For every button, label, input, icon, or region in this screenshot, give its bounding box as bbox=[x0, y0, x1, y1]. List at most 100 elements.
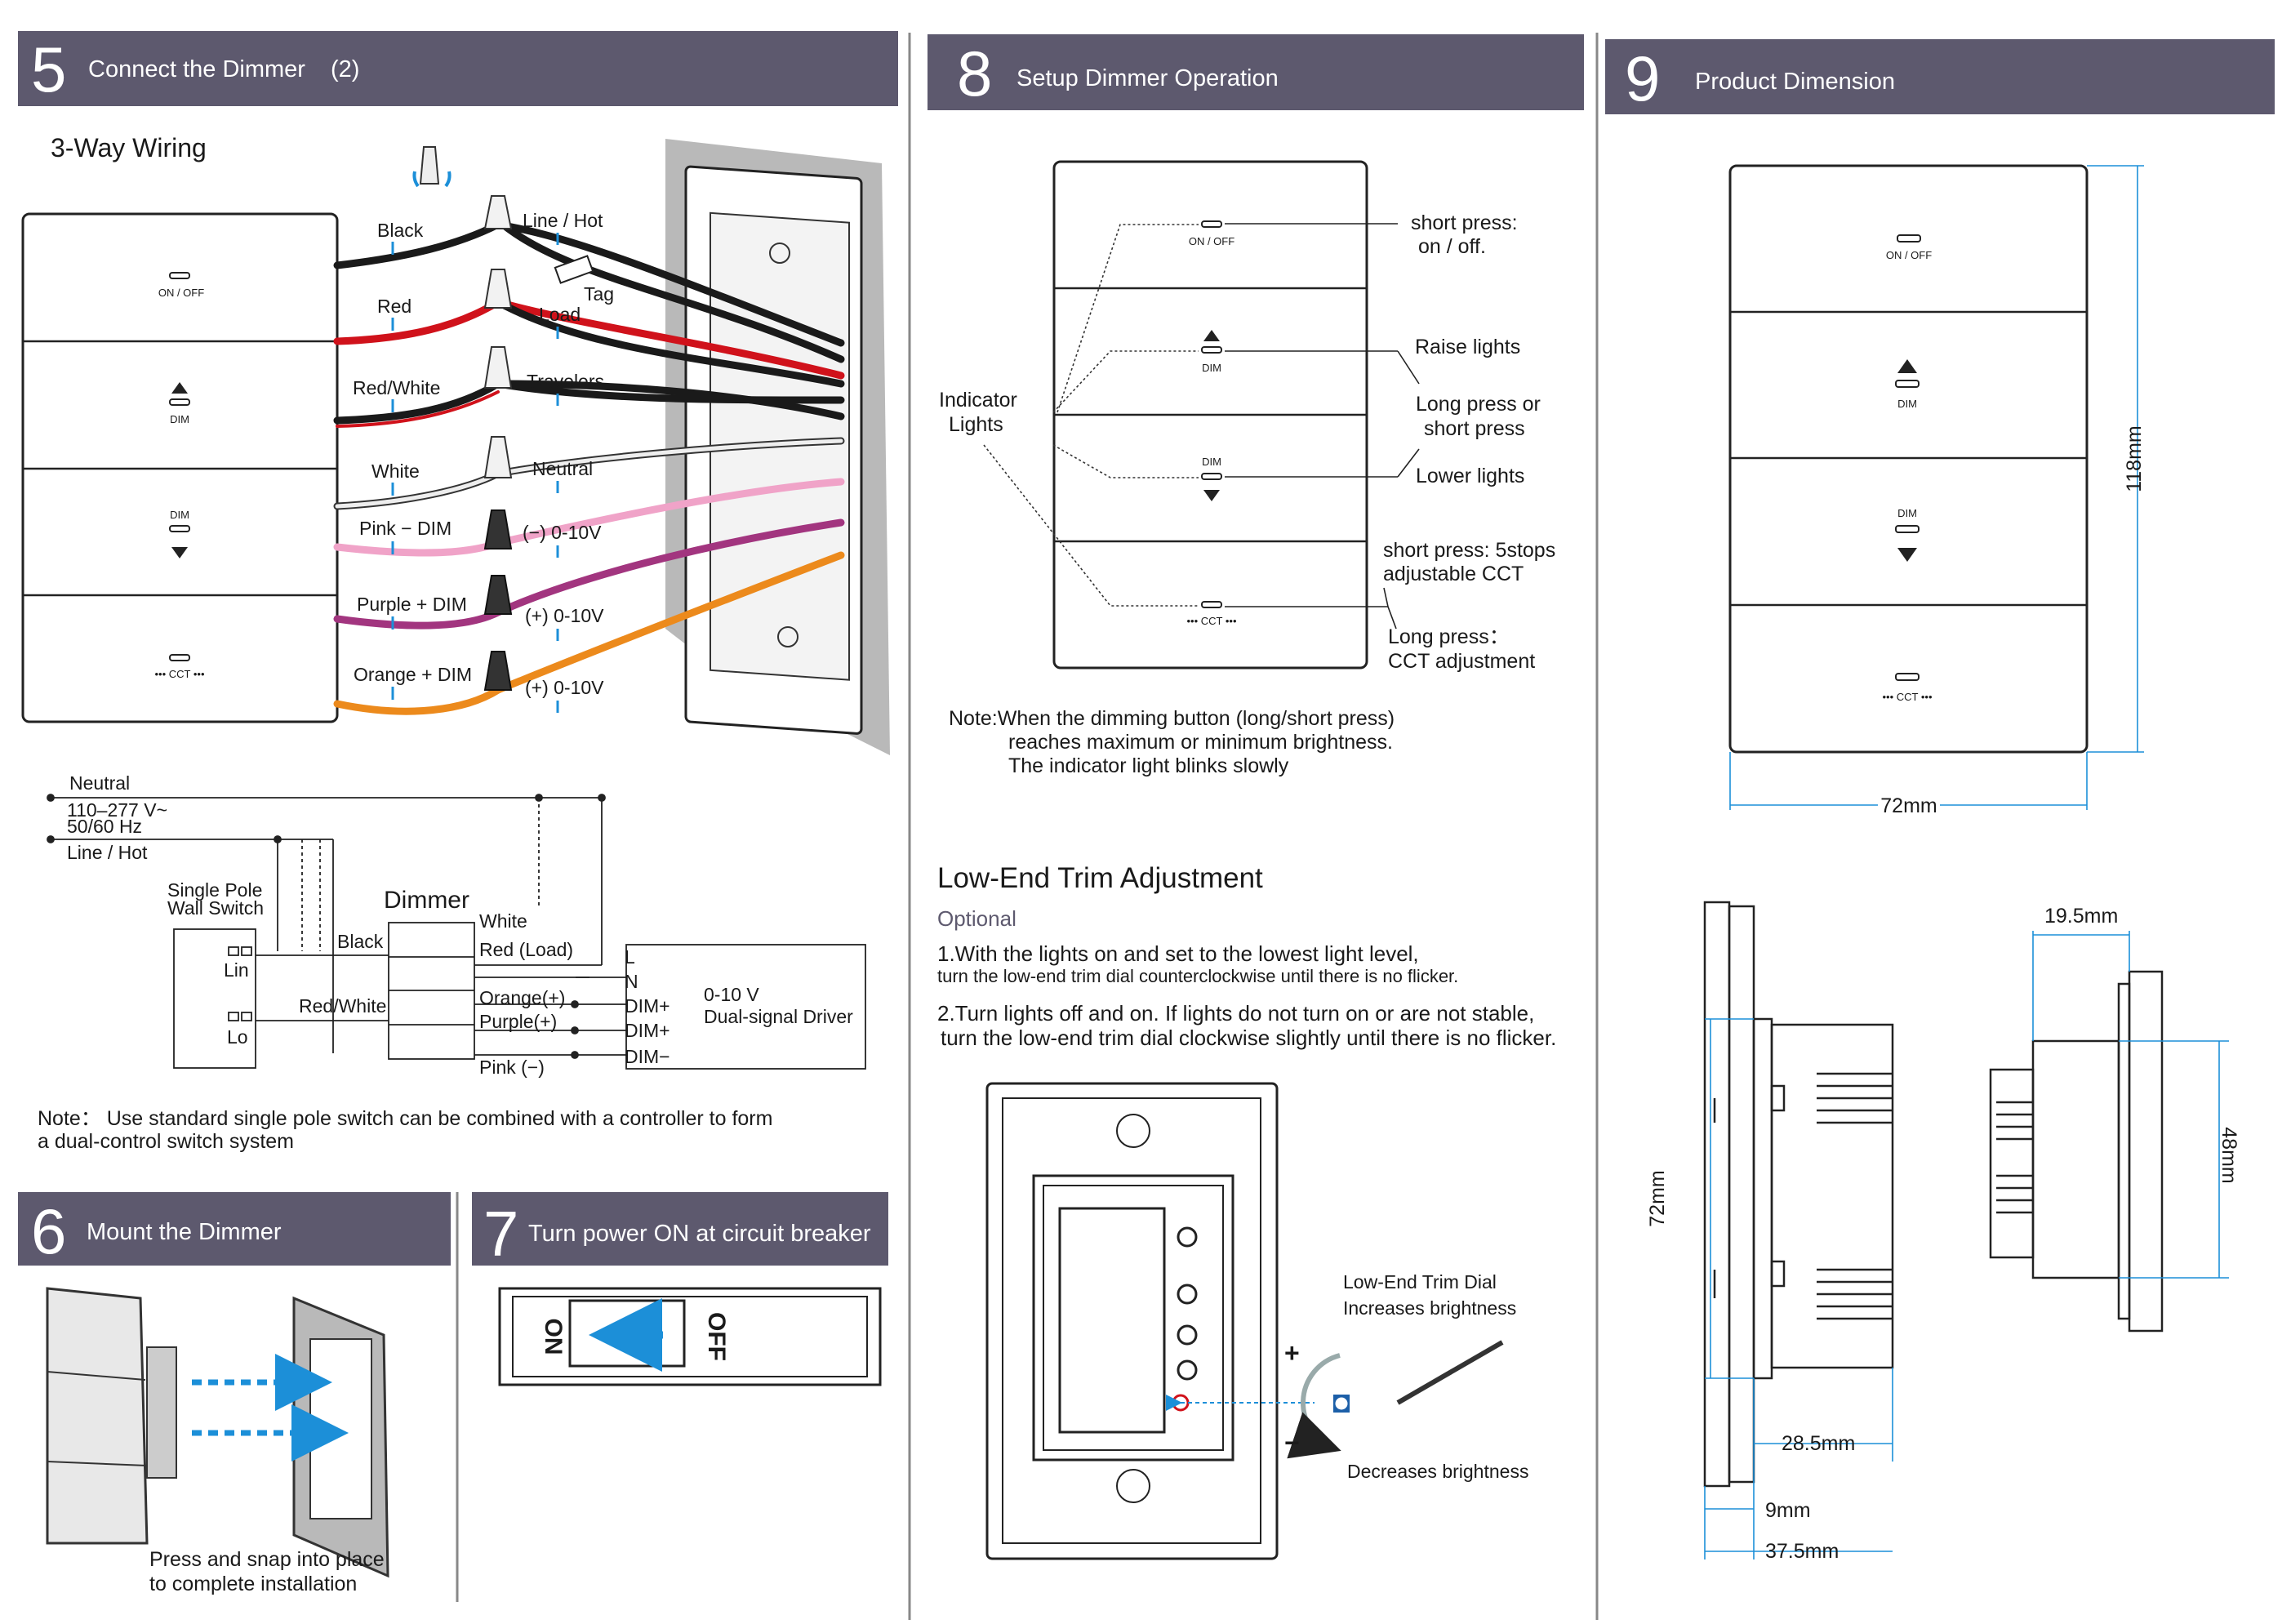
diagram-label: Decreases brightness bbox=[1347, 1461, 1528, 1482]
diagram-label: Dual-signal Driver bbox=[704, 1006, 853, 1027]
diagram-label: 0-10 V bbox=[704, 984, 759, 1005]
wire-nuts bbox=[412, 146, 594, 691]
diagram-label: short press: bbox=[1411, 211, 1518, 234]
section-title: Product Dimension bbox=[1695, 69, 1895, 95]
section-number: 5 bbox=[31, 33, 66, 105]
dim-top-depth: 19.5mm bbox=[2044, 905, 2118, 928]
diagram-label: ON / OFF bbox=[1886, 249, 1932, 261]
up-arrow-icon bbox=[1897, 359, 1917, 373]
trim-minus: − bbox=[1284, 1428, 1300, 1457]
diagram-label: Wall Switch bbox=[167, 897, 264, 919]
diagram-label: Red/White bbox=[353, 377, 440, 398]
section-6-header: 6 Mount the Dimmer bbox=[18, 1192, 451, 1267]
diagram-label: White bbox=[479, 910, 527, 932]
dim-d3: 37.5mm bbox=[1765, 1540, 1839, 1563]
trim-title: Low-End Trim Adjustment bbox=[937, 862, 1263, 894]
diagram-label: Low-End Trim Dial bbox=[1343, 1271, 1497, 1293]
diagram-label: Long press or bbox=[1416, 393, 1541, 416]
diagram-label: Lower lights bbox=[1416, 465, 1524, 487]
diagram-label: short press bbox=[1424, 417, 1525, 440]
diagram-label: Red (Load) bbox=[479, 939, 573, 960]
breaker-on-label: ON bbox=[540, 1319, 567, 1355]
diagram-label: Lin bbox=[224, 959, 249, 981]
wires bbox=[333, 216, 845, 715]
diagram-label: Load bbox=[539, 304, 581, 325]
switch-front-operation: ON / OFF DIM DIM ••• CCT ••• bbox=[1052, 160, 1368, 670]
section-title: Mount the Dimmer bbox=[87, 1219, 282, 1245]
breaker-illustration: ON OFF bbox=[498, 1287, 882, 1386]
diagram-label: (+) 0-10V bbox=[525, 677, 604, 698]
mount-illustration bbox=[46, 1287, 389, 1578]
diagram-label: ••• CCT ••• bbox=[154, 668, 204, 680]
trim-optional: Optional bbox=[937, 906, 1016, 931]
diagram-label: DIM bbox=[170, 509, 189, 521]
diagram-label: Black bbox=[377, 220, 424, 241]
diagram-label: Pink − DIM bbox=[359, 518, 452, 539]
up-arrow-icon bbox=[1203, 330, 1220, 341]
section-6-caption: to complete installation bbox=[149, 1573, 357, 1595]
diagram-label: (+) 0-10V bbox=[525, 605, 604, 626]
section-6-caption: Press and snap into place bbox=[149, 1548, 385, 1571]
end-view bbox=[1989, 970, 2164, 1333]
diagram-label: ON / OFF bbox=[158, 287, 204, 299]
diagram-label: ON / OFF bbox=[1189, 235, 1234, 247]
section-8-note: Note:When the dimming button (long/short… bbox=[949, 707, 1395, 730]
diagram-label: N bbox=[625, 971, 638, 992]
diagram-label: Travelers bbox=[527, 371, 604, 392]
switch-front-dimension: ON / OFF DIM DIM ••• CCT ••• bbox=[1728, 164, 2089, 754]
diagram-label: Dimmer bbox=[384, 887, 469, 914]
trim-dial-icon bbox=[1335, 1397, 1348, 1410]
section-number: 6 bbox=[31, 1195, 66, 1267]
side-view bbox=[1703, 901, 1894, 1488]
section-8-note: The indicator light blinks slowly bbox=[1008, 754, 1289, 777]
operation-callouts: short press: on / off. Raise lights Long… bbox=[1383, 211, 1555, 673]
section-title: Connect the Dimmer bbox=[88, 56, 305, 82]
diagram-label: 50/60 Hz bbox=[67, 816, 142, 837]
diagram-label: Pink (−) bbox=[479, 1057, 545, 1078]
section-number: 9 bbox=[1625, 42, 1660, 114]
schematic-labels: Neutral 110–277 V~ 50/60 Hz Line / Hot S… bbox=[67, 772, 853, 1078]
diagram-label: DIM+ bbox=[625, 1020, 670, 1041]
breaker-off-label: OFF bbox=[703, 1312, 730, 1361]
trim-step-2: turn the low-end trim dial clockwise sli… bbox=[941, 1026, 1556, 1050]
diagram-label: ••• CCT ••• bbox=[1882, 691, 1932, 703]
diagram-label: Orange + DIM bbox=[354, 664, 472, 685]
down-arrow-icon bbox=[1897, 548, 1917, 562]
diagram-label: Tag bbox=[584, 283, 614, 305]
section-8-header: 8 Setup Dimmer Operation bbox=[928, 34, 1584, 110]
dim-side-height: 72mm bbox=[1646, 1170, 1669, 1226]
section-9-header: 9 Product Dimension bbox=[1605, 39, 2275, 114]
section-8-note: reaches maximum or minimum brightness. bbox=[1008, 731, 1393, 754]
dim-d2: 9mm bbox=[1765, 1499, 1811, 1522]
diagram-label: Red bbox=[377, 296, 411, 317]
section-7-header: 7 Turn power ON at circuit breaker bbox=[472, 1192, 888, 1270]
diagram-label: Raise lights bbox=[1415, 336, 1520, 358]
diagram-label: Single Pole bbox=[167, 879, 262, 901]
dim-height: 118mm bbox=[2123, 425, 2146, 492]
down-arrow-icon bbox=[1203, 490, 1220, 501]
diagram-label: Line / Hot bbox=[67, 842, 148, 863]
indicator-label: Lights bbox=[949, 413, 1003, 436]
diagram-label: DIM bbox=[1897, 398, 1917, 410]
back-plate-illustration bbox=[985, 1082, 1279, 1560]
section-title-suffix: (2) bbox=[331, 56, 359, 82]
diagram-label: DIM− bbox=[625, 1046, 670, 1067]
diagram-label: DIM bbox=[1202, 456, 1221, 468]
indicator-leaders bbox=[983, 224, 1199, 607]
diagram-label: adjustable CCT bbox=[1383, 563, 1524, 585]
dim-back-height: 48mm bbox=[2218, 1127, 2240, 1183]
trim-dial-callout: + − Low-End Trim Dial Increases brightne… bbox=[1166, 1271, 1528, 1482]
indicator-label: Indicator bbox=[939, 389, 1017, 412]
section-5-note: a dual-control switch system bbox=[38, 1130, 294, 1153]
trim-step-1: 1.With the lights on and set to the lowe… bbox=[937, 941, 1419, 966]
diagram-label: (−) 0-10V bbox=[523, 522, 602, 543]
diagram-label: Purple(+) bbox=[479, 1011, 557, 1032]
diagram-label: Increases brightness bbox=[1343, 1297, 1516, 1319]
section-5-note: Note： Use standard single pole switch ca… bbox=[38, 1107, 772, 1130]
section-number: 8 bbox=[957, 38, 992, 109]
diagram-label: White bbox=[371, 461, 420, 482]
diagram-label: Purple + DIM bbox=[357, 594, 467, 615]
screwdriver-icon bbox=[1396, 1340, 1504, 1405]
diagram-label: 110–277 V~ bbox=[67, 799, 167, 821]
